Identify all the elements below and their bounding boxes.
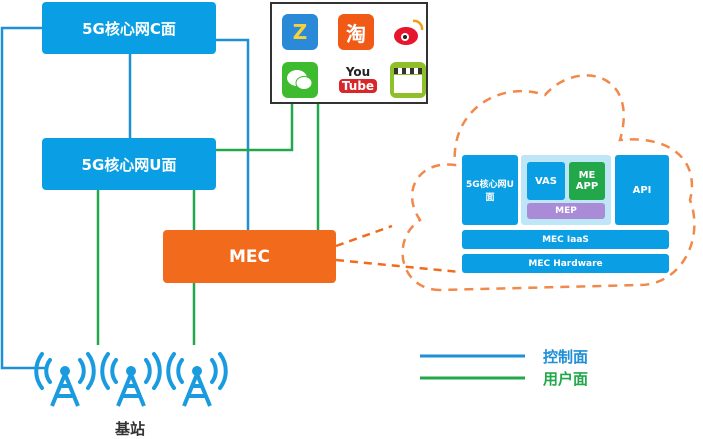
taobao-icon: 淘 bbox=[338, 14, 374, 50]
antenna-tower-icon-1 bbox=[34, 352, 96, 407]
legend-user-label: 用户面 bbox=[543, 370, 589, 388]
cloud-vas-box: VAS bbox=[527, 162, 565, 200]
youtube-you: You bbox=[345, 65, 371, 79]
mec-cloud-link bbox=[335, 224, 461, 274]
control-line-c-to-tower bbox=[0, 26, 45, 370]
cloud-api-box: API bbox=[615, 155, 669, 225]
antenna-tower-icon-3 bbox=[166, 352, 228, 407]
cloud-hardware-bar: MEC Hardware bbox=[462, 254, 669, 273]
antenna-tower-icon-2 bbox=[100, 352, 162, 407]
video-clapper-icon bbox=[390, 62, 426, 98]
qzone-icon: Z bbox=[282, 14, 318, 50]
youtube-tube: Tube bbox=[338, 79, 378, 93]
core-c-box: 5G核心网C面 bbox=[42, 2, 216, 54]
cloud-outline bbox=[401, 74, 696, 292]
legend-control-label: 控制面 bbox=[543, 348, 589, 366]
cloud-me-app-box: ME APP bbox=[569, 162, 605, 200]
cloud-iaas-bar: MEC IaaS bbox=[462, 230, 669, 249]
user-line-u-to-apps bbox=[216, 104, 294, 152]
core-u-box: 5G核心网U面 bbox=[42, 138, 216, 190]
wechat-icon bbox=[282, 62, 318, 98]
base-station-label: 基站 bbox=[114, 420, 145, 438]
youtube-icon: You Tube bbox=[338, 58, 378, 100]
apps-panel: Z 淘 You Tube bbox=[270, 2, 428, 104]
mec-box: MEC bbox=[163, 230, 336, 283]
cloud-mep-box: MEP bbox=[527, 203, 605, 219]
weibo-icon bbox=[390, 14, 426, 50]
control-line-c-to-mec bbox=[216, 38, 250, 232]
cloud-u-plane-box: 5G核心网U面 bbox=[462, 155, 518, 225]
